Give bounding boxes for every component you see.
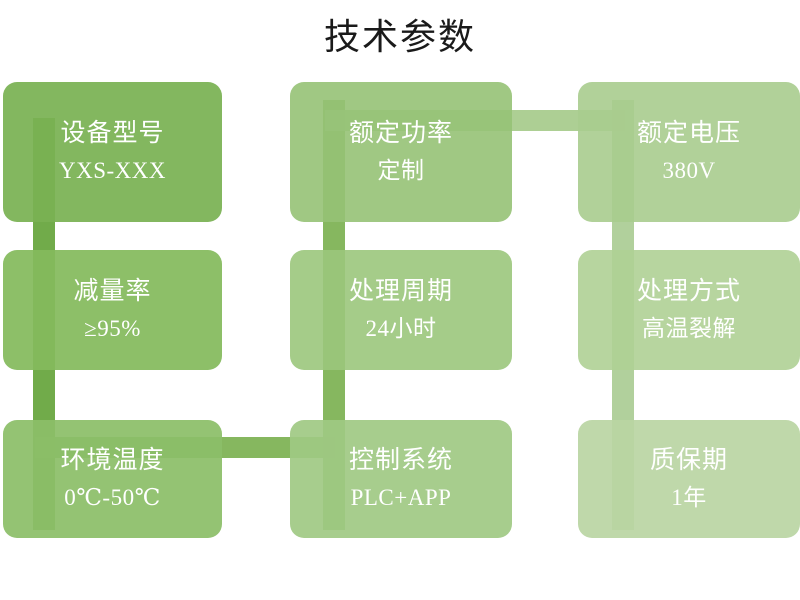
card-reduction-rate[interactable]: 减量率 ≥95%: [3, 250, 222, 370]
card-warranty-period[interactable]: 质保期 1年: [578, 420, 800, 538]
card-title: 环境温度: [60, 446, 165, 474]
card-value: ≥95%: [84, 315, 141, 341]
card-device-model[interactable]: 设备型号 YXS-XXX: [3, 82, 222, 222]
card-rated-voltage[interactable]: 额定电压 380V: [578, 82, 800, 222]
card-value: 0℃-50℃: [64, 484, 161, 510]
card-title: 减量率: [73, 277, 152, 305]
card-value: PLC+APP: [350, 484, 452, 510]
card-rated-power[interactable]: 额定功率 定制: [290, 82, 512, 222]
card-title: 设备型号: [60, 119, 165, 147]
card-title: 额定功率: [348, 119, 453, 147]
card-value: 定制: [377, 157, 425, 183]
card-title: 处理方式: [636, 277, 741, 305]
card-value: YXS-XXX: [59, 157, 166, 183]
card-title: 处理周期: [348, 277, 453, 305]
card-value: 高温裂解: [642, 315, 736, 341]
card-control-system[interactable]: 控制系统 PLC+APP: [290, 420, 512, 538]
card-value: 1年: [671, 484, 707, 510]
card-value: 24小时: [365, 315, 437, 341]
card-title: 额定电压: [636, 119, 741, 147]
card-treatment-cycle[interactable]: 处理周期 24小时: [290, 250, 512, 370]
card-ambient-temperature[interactable]: 环境温度 0℃-50℃: [3, 420, 222, 538]
page-title: 技术参数: [323, 16, 476, 57]
card-treatment-method[interactable]: 处理方式 高温裂解: [578, 250, 800, 370]
card-title: 质保期: [649, 446, 728, 474]
card-title: 控制系统: [348, 446, 453, 474]
card-value: 380V: [662, 157, 716, 183]
